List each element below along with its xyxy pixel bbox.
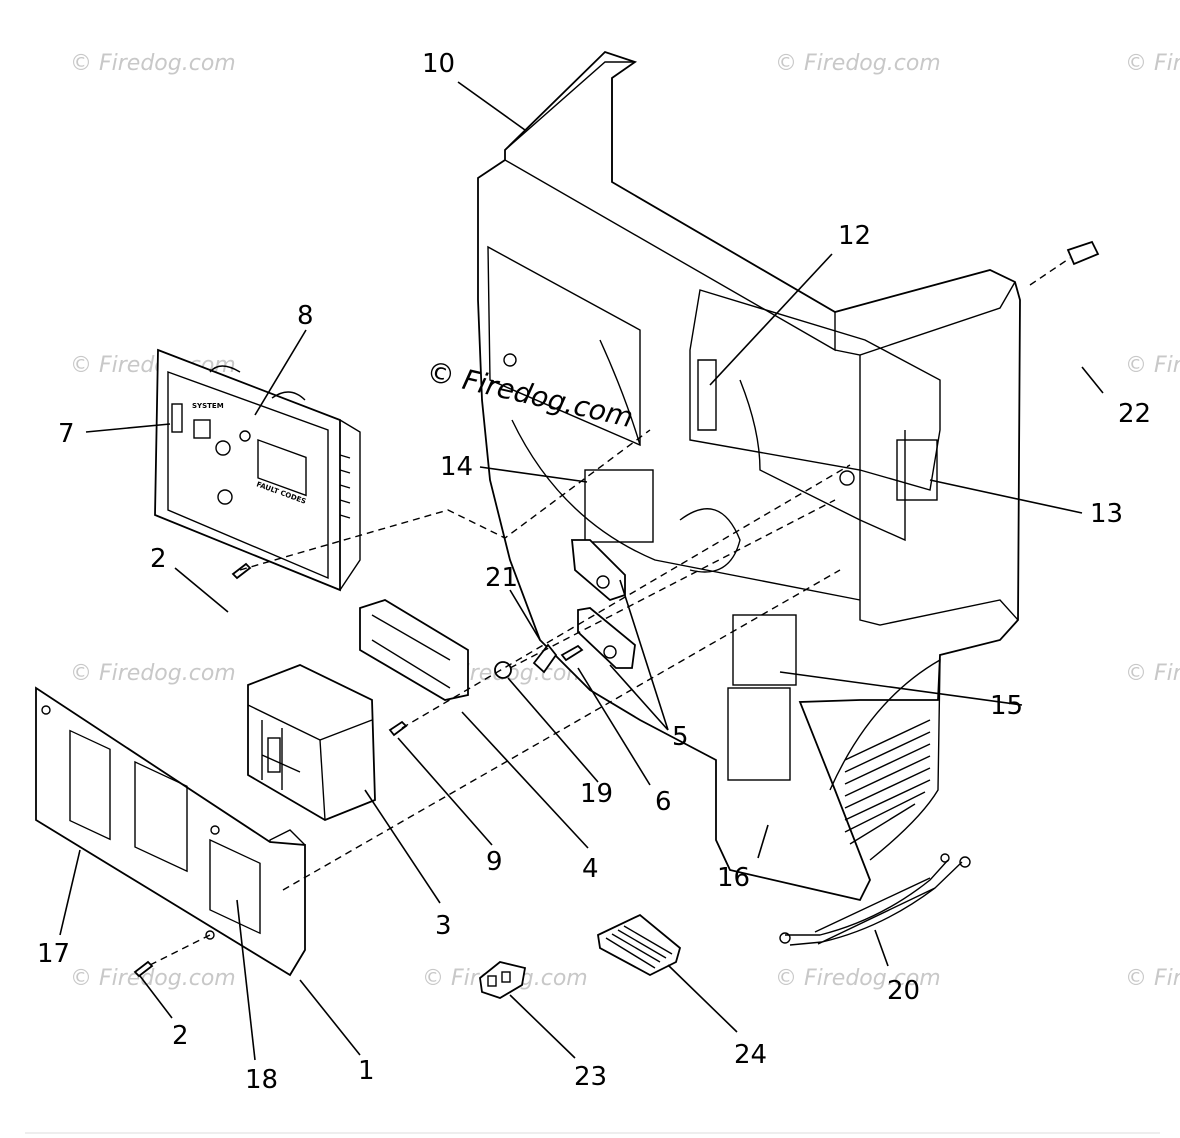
label-9: 9 xyxy=(486,847,503,877)
part-2-screw-upper xyxy=(231,562,252,580)
part-6-screw xyxy=(560,644,584,662)
label-16: 16 xyxy=(717,863,750,893)
part-8-control-panel: SYSTEM FAULT CODES xyxy=(154,348,361,592)
label-2-lower: 2 xyxy=(172,1021,189,1051)
watermark: © Firedog.com xyxy=(1125,661,1180,686)
part-19-nut xyxy=(494,661,512,679)
label-15: 15 xyxy=(990,691,1023,721)
label-22: 22 xyxy=(1118,399,1151,429)
label-13: 13 xyxy=(1090,499,1123,529)
label-5: 5 xyxy=(672,722,689,752)
part-10-housing xyxy=(477,50,1021,902)
part-2-screw-lower xyxy=(133,960,154,978)
part-22-bolt xyxy=(1066,240,1100,266)
watermark: © Firedog.com xyxy=(70,51,236,76)
label-4: 4 xyxy=(582,854,599,884)
part-9-screw xyxy=(388,720,408,737)
label-24: 24 xyxy=(734,1040,767,1070)
label-12: 12 xyxy=(838,221,871,251)
part-5-terminal-blocks xyxy=(571,539,636,669)
label-17: 17 xyxy=(37,939,70,969)
panel-system-text: SYSTEM xyxy=(192,402,224,410)
part-labels: 10 12 8 7 22 14 13 2 21 15 5 19 6 9 4 16… xyxy=(37,49,1151,1095)
watermark: © Firedog.com xyxy=(1125,353,1180,378)
watermark: © Firedog.com xyxy=(70,966,236,991)
label-21: 21 xyxy=(485,563,518,593)
part-20-wire-harness xyxy=(779,853,971,946)
label-18: 18 xyxy=(245,1065,278,1095)
watermark: © Firedog.com xyxy=(1125,51,1180,76)
label-14: 14 xyxy=(440,452,473,482)
label-8: 8 xyxy=(297,301,314,331)
label-19: 19 xyxy=(580,779,613,809)
assembly-lines xyxy=(149,257,1071,966)
label-1: 1 xyxy=(358,1056,375,1086)
watermark: © Firedog.com xyxy=(775,966,941,991)
small-hardware xyxy=(133,240,1100,978)
watermark: © Firedog.com xyxy=(775,51,941,76)
watermark: © Firedog.com xyxy=(1125,966,1180,991)
label-10: 10 xyxy=(422,49,455,79)
part-4-bracket xyxy=(359,599,469,701)
label-6: 6 xyxy=(655,787,672,817)
label-2-upper: 2 xyxy=(150,544,167,574)
label-20: 20 xyxy=(887,976,920,1006)
leader-lines xyxy=(59,81,1104,1061)
part-3-circuit-breaker xyxy=(247,664,376,821)
label-23: 23 xyxy=(574,1062,607,1092)
label-7: 7 xyxy=(58,419,75,449)
part-23-connector xyxy=(479,961,527,999)
label-3: 3 xyxy=(435,911,452,941)
part-24-terminal-strip xyxy=(597,913,682,977)
watermark: © Firedog.com xyxy=(70,661,236,686)
